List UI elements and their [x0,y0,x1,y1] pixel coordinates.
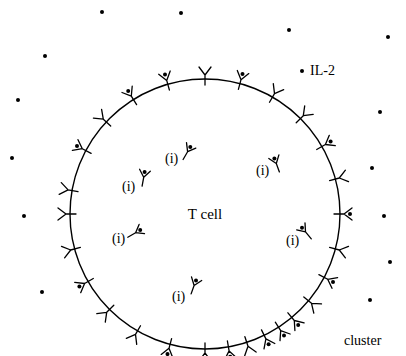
internalized-mark: (i) [122,180,135,194]
membrane-receptor [330,246,349,257]
internalized-receptor [269,155,280,172]
il2-dots [10,10,392,302]
membrane-receptor [296,106,313,123]
membrane-receptor [199,67,211,85]
membrane-receptor [330,170,349,182]
membrane-receptor [225,341,237,356]
internalized-mark: (i) [286,234,299,248]
internalized-receptor [183,143,196,160]
membrane-receptor [288,313,304,331]
internalized-mark: (i) [256,164,269,178]
membrane-receptor [304,297,322,313]
internalized-receptor [191,277,202,294]
membrane-receptor [62,246,81,257]
membrane-receptor [97,305,114,322]
membrane-receptor [93,109,110,126]
membrane-receptor [59,183,78,195]
internalized-receptor [128,224,145,237]
internalized-mark: (i) [172,290,185,304]
t-cell-circle: T cell [69,78,341,350]
internalized-mark: (i) [112,232,125,246]
cell-label: T cell [188,206,222,223]
membrane-receptor [334,208,352,220]
membrane-receptor [161,339,173,356]
internalized-mark: (i) [165,152,178,166]
membrane-receptor [237,71,249,90]
internalized-receptor [140,169,151,186]
il2-label: IL-2 [310,64,335,78]
receptors [58,67,352,356]
membrane-receptor [58,208,76,220]
cluster-label: cluster [344,334,381,348]
